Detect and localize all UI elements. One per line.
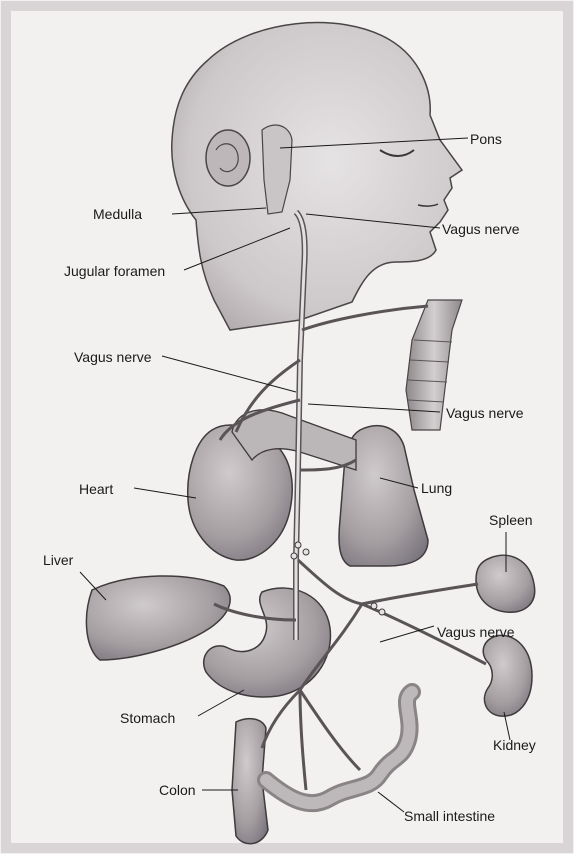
label-spleen: Spleen xyxy=(489,512,533,528)
label-liver: Liver xyxy=(43,552,73,568)
label-pons: Pons xyxy=(470,131,502,147)
label-stomach: Stomach xyxy=(120,710,175,726)
label-small-intestine: Small intestine xyxy=(404,808,495,824)
label-vagus-nerve-right: Vagus nerve xyxy=(446,405,524,421)
label-kidney: Kidney xyxy=(493,737,536,753)
label-jugular-foramen: Jugular foramen xyxy=(64,263,165,279)
label-lung: Lung xyxy=(421,480,452,496)
label-medulla: Medulla xyxy=(93,206,142,222)
label-colon: Colon xyxy=(159,782,196,798)
ear-shape xyxy=(206,130,250,186)
label-vagus-nerve-face: Vagus nerve xyxy=(442,221,520,237)
label-vagus-nerve-left: Vagus nerve xyxy=(74,349,152,365)
label-heart: Heart xyxy=(79,481,113,497)
label-vagus-nerve-abdomen: Vagus nerve xyxy=(437,624,515,640)
